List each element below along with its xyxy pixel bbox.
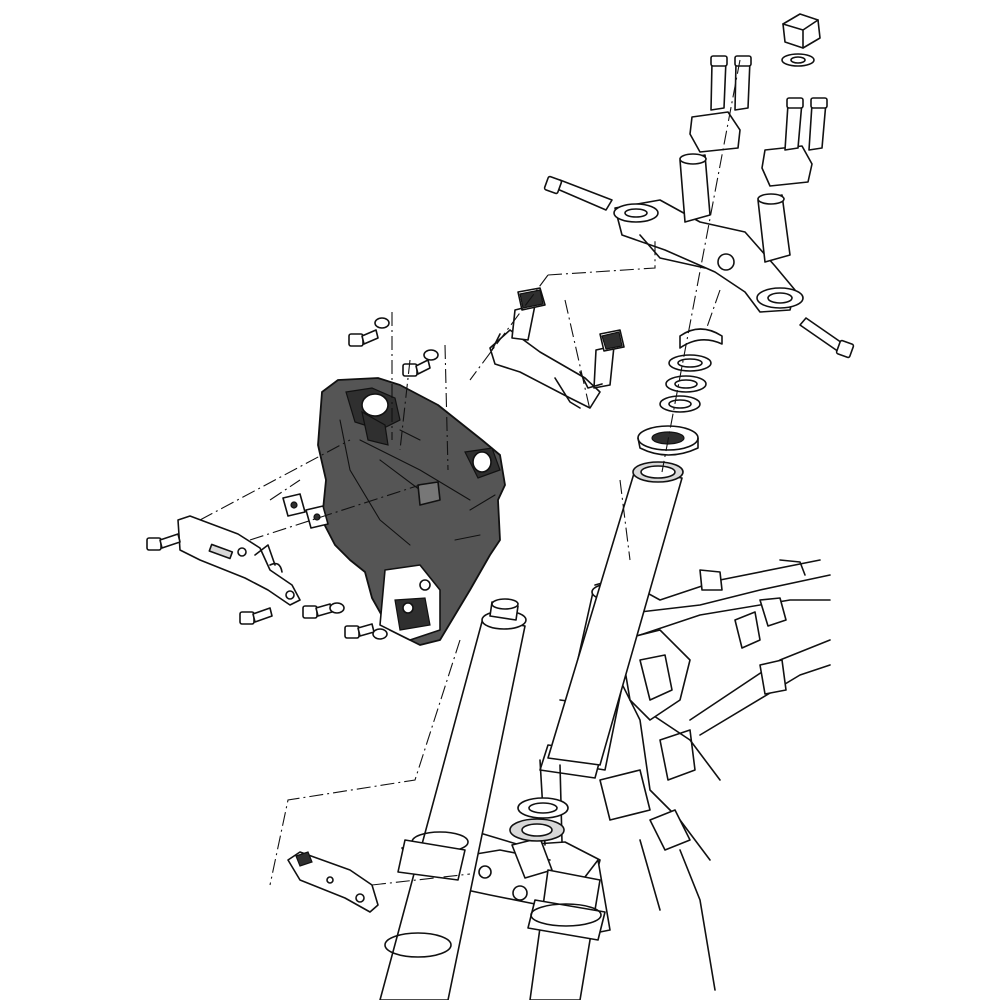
steering-bearing-set — [637, 328, 723, 456]
lower-bracket-plate — [287, 851, 379, 913]
bolt-set — [146, 317, 439, 640]
lower-steering-bearing — [509, 797, 569, 842]
headlight-bracket — [489, 287, 625, 409]
leader-lines — [199, 59, 741, 886]
steering-stem — [547, 461, 684, 766]
side-bracket — [177, 515, 301, 606]
top-clamp-bridge — [613, 153, 804, 313]
handlebar-holder — [689, 55, 828, 187]
instrument-housing — [317, 377, 506, 646]
clamp-bolt-right — [799, 317, 855, 359]
fork-tube-right — [527, 869, 606, 1000]
steering-stem-nut — [781, 13, 821, 67]
clip-nuts — [282, 493, 329, 529]
fork-tube-left — [379, 598, 527, 1000]
clamp-bolt-left — [543, 175, 613, 211]
frame-head-tube — [594, 559, 831, 991]
